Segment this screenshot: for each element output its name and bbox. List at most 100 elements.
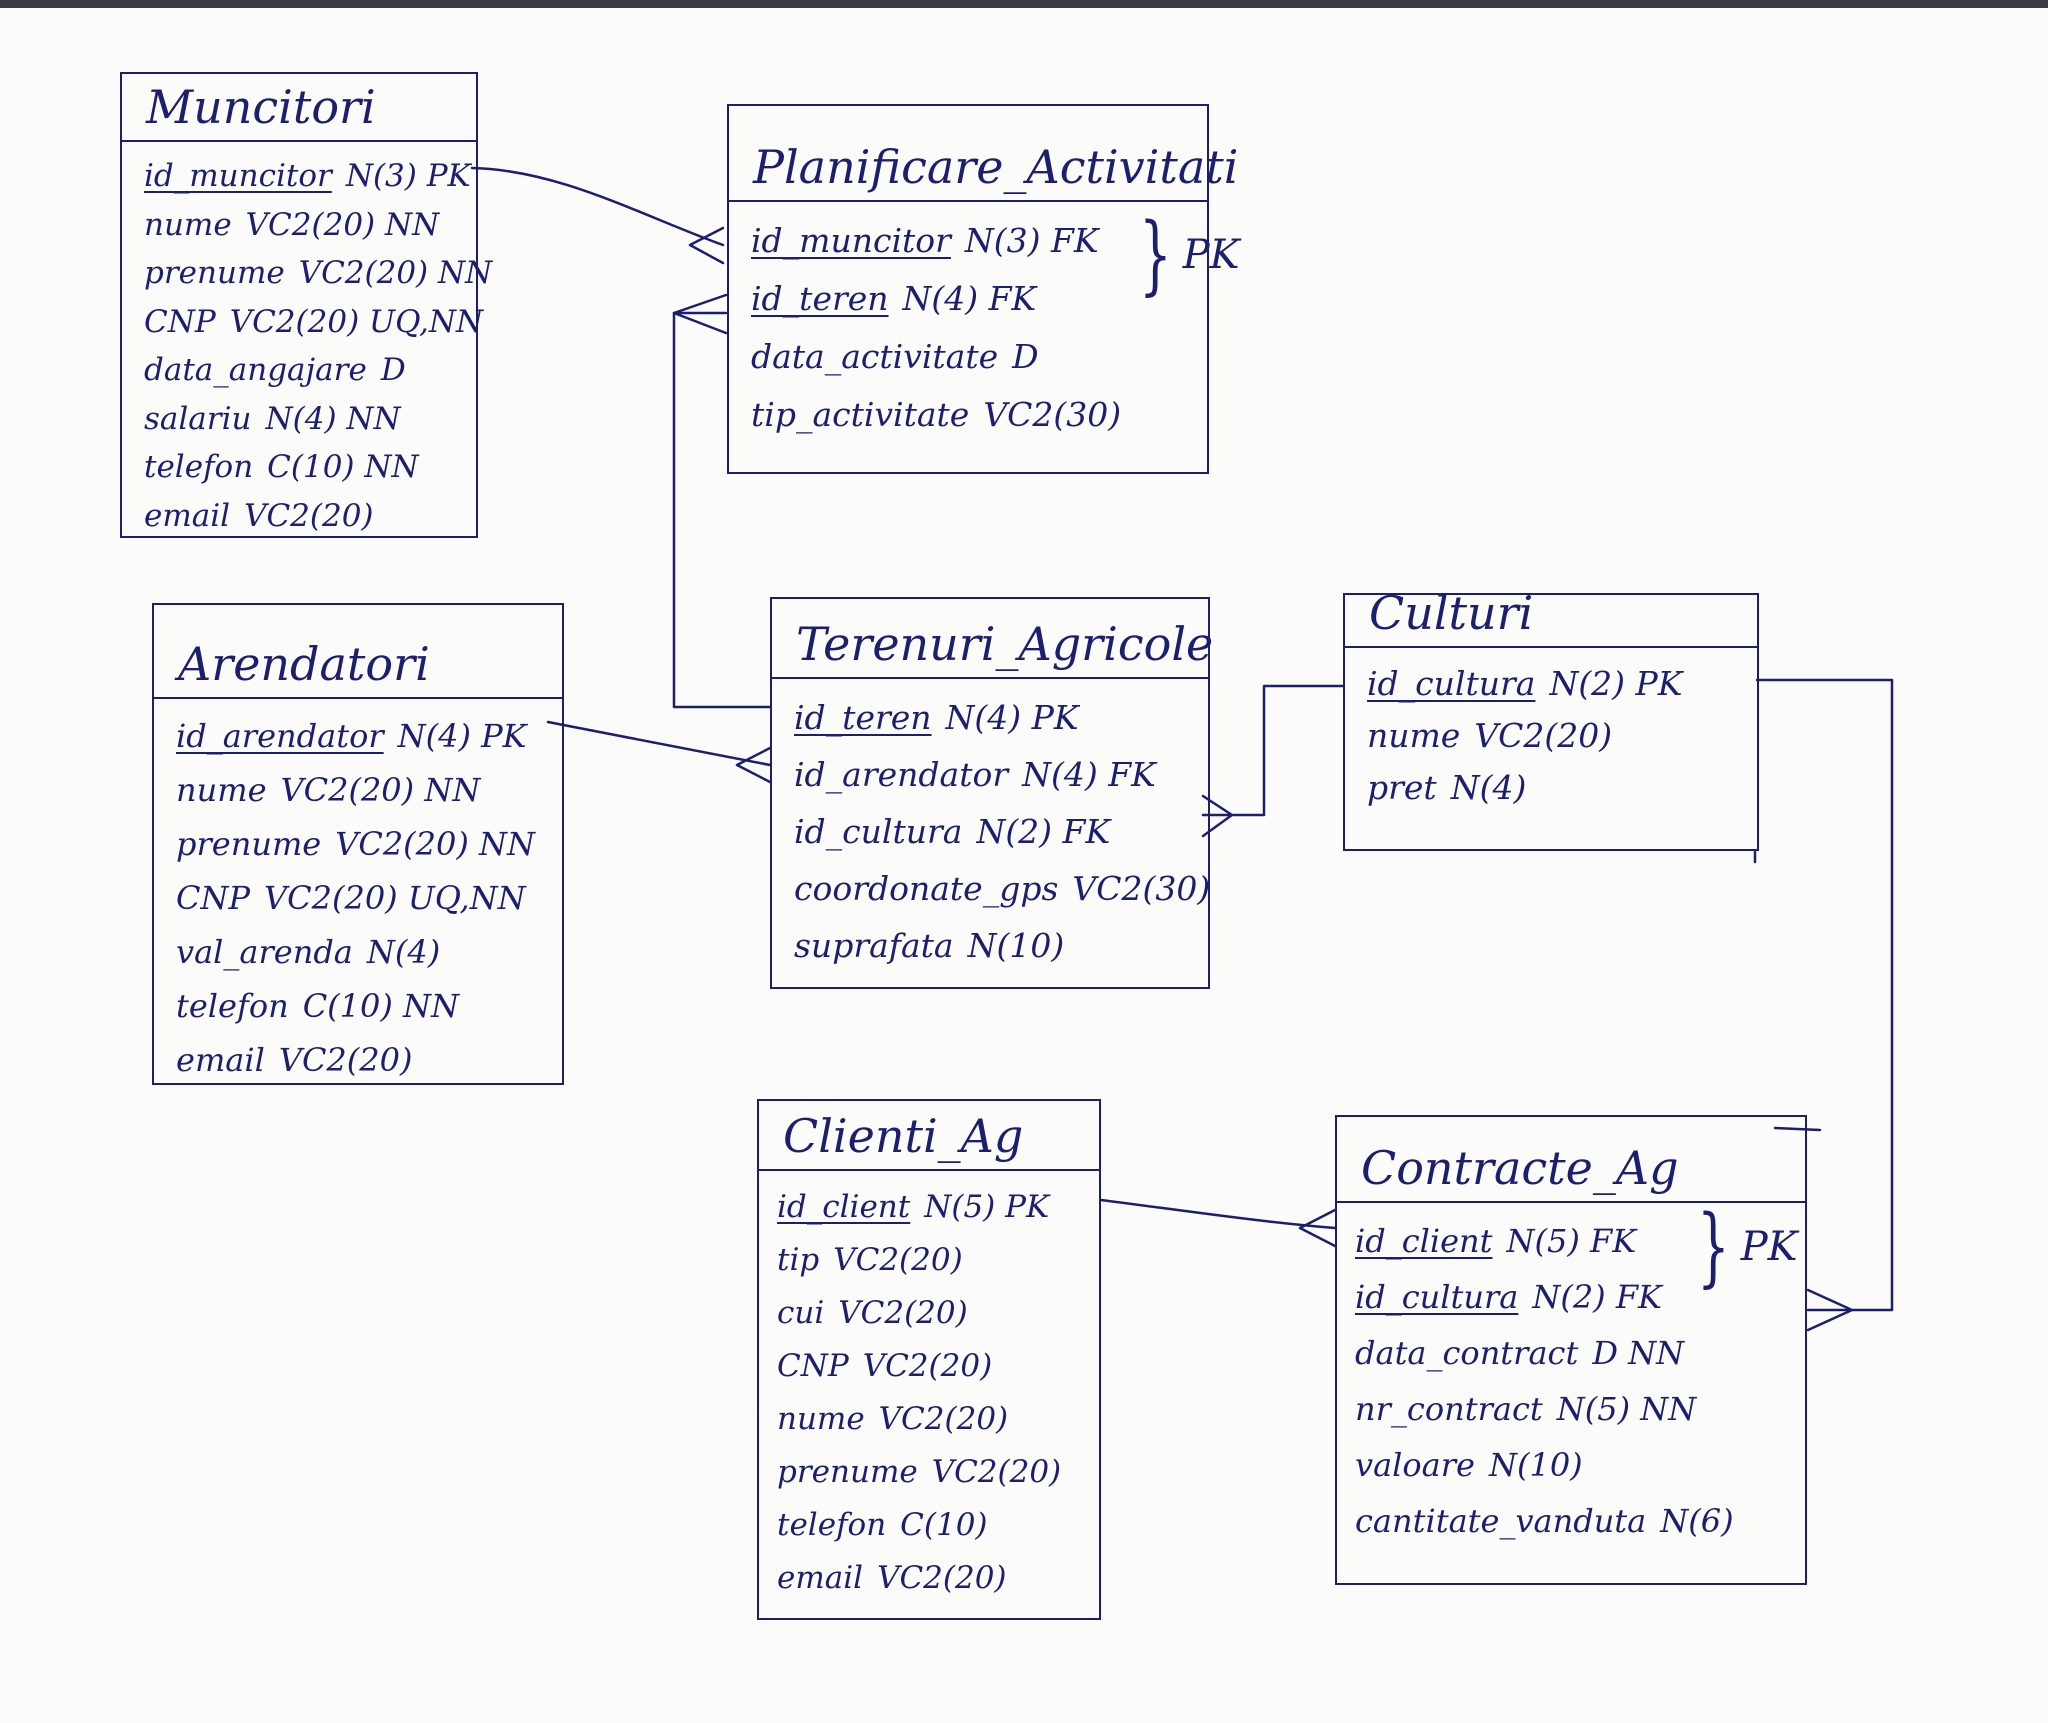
- attribute-type: N(4) PK: [397, 717, 527, 755]
- attribute-name: nume: [144, 206, 232, 243]
- attribute-type: N(4) FK: [902, 279, 1037, 318]
- attribute-type: N(2) PK: [1549, 664, 1683, 703]
- attribute-type: C(10): [900, 1507, 988, 1543]
- attribute-name: id_teren: [751, 279, 889, 318]
- attribute-type: N(10): [967, 926, 1065, 965]
- attribute-list: id_teren N(4) PK id_arendator N(4) FK id_c…: [772, 679, 1210, 974]
- attribute-name: telefon: [777, 1507, 887, 1543]
- attribute-type: N(5) NN: [1556, 1390, 1697, 1428]
- attribute-type: VC2(20) UQ,NN: [264, 879, 526, 917]
- attribute-row: id_arendator N(4) FK: [794, 746, 1186, 803]
- attribute-type: D: [1012, 337, 1039, 376]
- attribute-name: coordonate_gps: [794, 869, 1059, 908]
- attribute-name: email: [144, 497, 231, 534]
- attribute-type: VC2(30): [1072, 869, 1211, 908]
- attribute-name: id_cultura: [1367, 664, 1536, 703]
- attribute-type: N(4) NN: [265, 400, 401, 437]
- attribute-type: N(2) FK: [976, 812, 1111, 851]
- crowfoot-terenuri-planificare: [672, 293, 728, 335]
- attribute-name: id_client: [777, 1189, 911, 1225]
- composite-pk-brace: }PK: [1686, 1204, 1798, 1290]
- entity-title: Clienti_Ag: [759, 1101, 1099, 1171]
- attribute-name: val_arenda: [176, 933, 353, 971]
- attribute-row: coordonate_gps VC2(30): [794, 860, 1210, 917]
- attribute-name: cantitate_vanduta: [1355, 1502, 1647, 1540]
- attribute-type: VC2(20): [244, 497, 374, 534]
- attribute-type: VC2(20): [833, 1242, 963, 1278]
- attribute-row: id_cultura N(2) FK: [794, 803, 1186, 860]
- attribute-name: prenume: [144, 255, 285, 291]
- attribute-name: id_arendator: [794, 755, 1009, 794]
- attribute-name: email: [777, 1560, 864, 1596]
- crowfoot-culturi-terenuri: [1201, 794, 1234, 838]
- crowfoot-arendatori-terenuri: [735, 746, 772, 784]
- attribute-row: tip VC2(20): [777, 1234, 1077, 1287]
- brace-icon: }: [1138, 205, 1172, 305]
- rel-clienti-contracte: [1099, 1198, 1337, 1230]
- rel-culturi-terenuri: [1201, 684, 1345, 817]
- composite-pk-label: PK: [1182, 232, 1240, 278]
- attribute-name: tip: [777, 1242, 820, 1278]
- attribute-type: VC2(30): [983, 395, 1122, 434]
- attribute-name: data_contract: [1355, 1334, 1579, 1372]
- attribute-type: VC2(20): [931, 1454, 1062, 1490]
- attribute-type: VC2(20) NN: [245, 206, 440, 243]
- attribute-type: N(4): [366, 933, 441, 971]
- attribute-name: CNP: [176, 879, 251, 917]
- attribute-name: id_cultura: [1355, 1278, 1519, 1316]
- attribute-type: VC2(20): [877, 1560, 1007, 1596]
- attribute-name: id_cultura: [794, 812, 963, 851]
- attribute-row: nume VC2(20) NN: [144, 201, 454, 250]
- attribute-row: val_arenda N(4): [176, 925, 540, 979]
- attribute-name: email: [176, 1041, 265, 1079]
- attribute-type: N(3) FK: [964, 221, 1099, 260]
- attribute-type: N(4) PK: [945, 698, 1079, 737]
- rel-muncitori-planificare: [470, 166, 725, 247]
- attribute-row: email VC2(20): [144, 492, 454, 541]
- attribute-name: cui: [777, 1295, 825, 1331]
- entity-title: Culturi: [1345, 586, 1757, 648]
- attribute-name: valoare: [1355, 1446, 1475, 1484]
- attribute-type: C(10) NN: [302, 987, 460, 1025]
- attribute-row: email VC2(20): [777, 1552, 1077, 1605]
- attribute-name: id_client: [1355, 1222, 1493, 1260]
- rel-terenuri-planificare: [672, 311, 772, 709]
- overshoot-contracte: [1773, 1126, 1822, 1132]
- attribute-type: N(4): [1450, 768, 1527, 807]
- attribute-row: telefon C(10): [777, 1499, 1077, 1552]
- attribute-name: id_teren: [794, 698, 932, 737]
- entity-title: Muncitori: [122, 74, 476, 142]
- attribute-type: VC2(20) UQ,NN: [229, 303, 484, 340]
- attribute-name: data_angajare: [144, 352, 367, 388]
- composite-pk-brace: }PK: [1128, 212, 1240, 298]
- entity-title: Arendatori: [154, 605, 562, 699]
- attribute-name: telefon: [176, 987, 289, 1025]
- attribute-type: N(4) FK: [1022, 755, 1156, 794]
- attribute-type: VC2(20) NN: [335, 825, 536, 863]
- attribute-type: VC2(20): [838, 1295, 968, 1331]
